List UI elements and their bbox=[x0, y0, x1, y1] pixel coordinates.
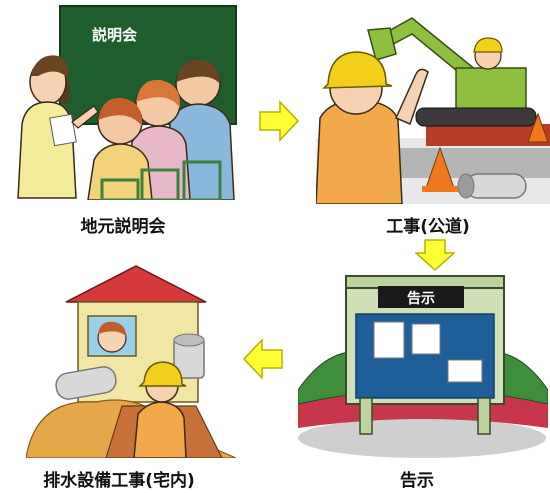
step-4-caption: 排水設備工事(宅内) bbox=[43, 471, 195, 491]
briefing-illustration: 説明会 bbox=[8, 4, 240, 200]
step-2-caption: 工事(公道) bbox=[386, 217, 470, 237]
notice-board-illustration: 告示 bbox=[298, 272, 548, 458]
step-1-caption: 地元説明会 bbox=[80, 217, 166, 237]
notice-sign: 告示 bbox=[407, 290, 435, 307]
road-work-illustration bbox=[316, 8, 550, 204]
arrow-right-icon bbox=[258, 100, 300, 142]
arrow-left-icon bbox=[242, 338, 284, 380]
chalkboard-sign: 説明会 bbox=[92, 26, 137, 44]
house-drainage-illustration bbox=[26, 262, 236, 458]
step-3-caption: 告示 bbox=[400, 471, 434, 491]
arrow-down-icon bbox=[415, 239, 455, 271]
